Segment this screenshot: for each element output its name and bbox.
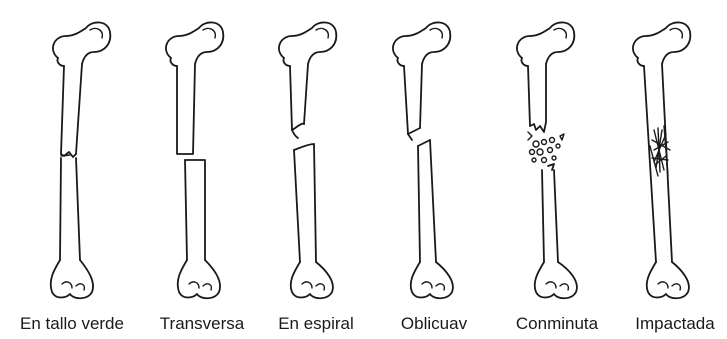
bone-greenstick — [51, 22, 111, 298]
caption-spiral: En espiral — [278, 314, 354, 333]
caption-impacted: Impactada — [635, 314, 715, 333]
bone-transverse — [166, 22, 223, 298]
caption-oblique: Oblicuav — [401, 314, 468, 333]
caption-comminuted: Conminuta — [516, 314, 599, 333]
caption-greenstick: En tallo verde — [20, 314, 124, 333]
bone-spiral — [279, 22, 336, 298]
bone-impacted — [633, 22, 690, 298]
bone-comminuted — [517, 22, 577, 298]
bone-oblique — [393, 22, 453, 298]
caption-transverse: Transversa — [160, 314, 245, 333]
